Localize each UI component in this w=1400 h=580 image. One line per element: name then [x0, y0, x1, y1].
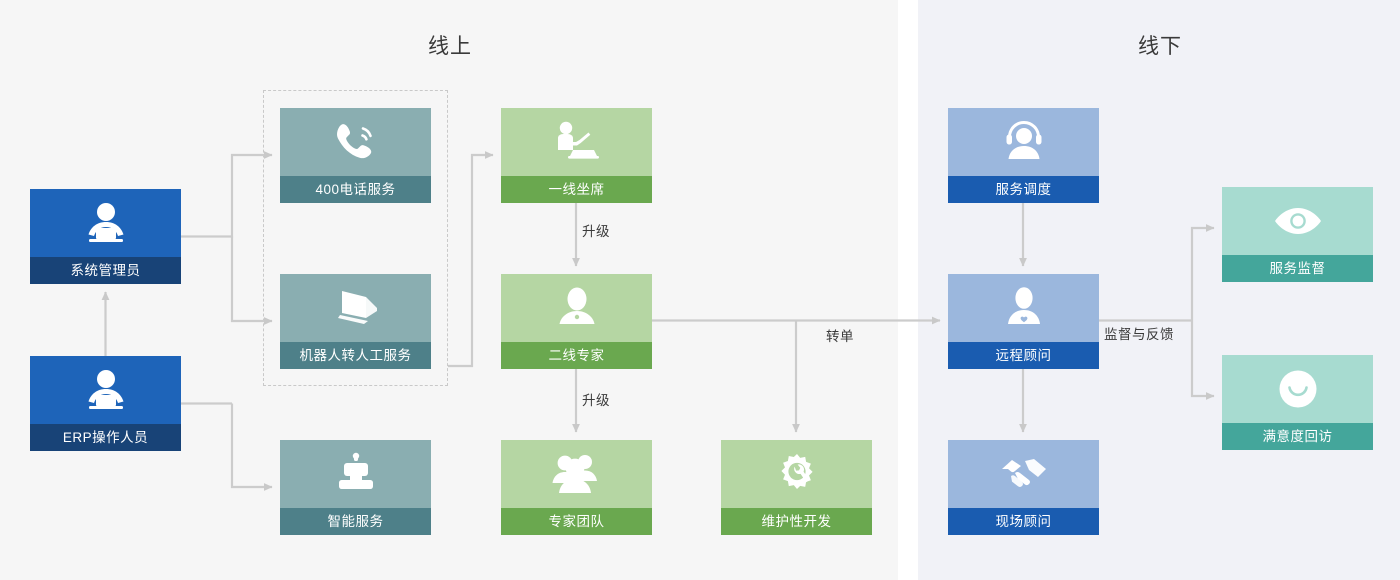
node-onsite-advisor[interactable]: 现场顾问: [948, 440, 1099, 535]
node-service-monitor[interactable]: 服务监督: [1222, 187, 1373, 282]
node-label: 二线专家: [501, 342, 652, 369]
group-icon: [501, 440, 652, 508]
node-label: 机器人转人工服务: [280, 342, 431, 369]
node-label: 现场顾问: [948, 508, 1099, 535]
operator-desk-icon: [30, 189, 181, 257]
edge-label-upgrade-2: 升级: [582, 393, 610, 408]
edge-label-upgrade-1: 升级: [582, 224, 610, 239]
agent-laptop-icon: [501, 108, 652, 176]
node-erp-operator[interactable]: ERP操作人员: [30, 356, 181, 451]
node-label: 满意度回访: [1222, 423, 1373, 450]
phone-ring-icon: [280, 108, 431, 176]
robot-icon: [280, 440, 431, 508]
handshake-icon: [948, 440, 1099, 508]
node-label: 远程顾问: [948, 342, 1099, 369]
node-label: ERP操作人员: [30, 424, 181, 451]
node-label: 服务调度: [948, 176, 1099, 203]
node-maintenance-dev[interactable]: 维护性开发: [721, 440, 872, 535]
node-label: 维护性开发: [721, 508, 872, 535]
node-first-line[interactable]: 一线坐席: [501, 108, 652, 203]
gear-wrench-icon: [721, 440, 872, 508]
smiley-icon: [1222, 355, 1373, 423]
advisor-icon: [948, 274, 1099, 342]
edge-label-transfer-order: 转单: [826, 329, 854, 344]
node-label: 一线坐席: [501, 176, 652, 203]
node-satisfaction[interactable]: 满意度回访: [1222, 355, 1373, 450]
headset-agent-icon: [948, 108, 1099, 176]
laptop-icon: [280, 274, 431, 342]
edge-label-supervise-feedback: 监督与反馈: [1104, 327, 1174, 342]
eye-icon: [1222, 187, 1373, 255]
node-label: 智能服务: [280, 508, 431, 535]
panel-title-offline: 线下: [1138, 35, 1182, 58]
expert-icon: [501, 274, 652, 342]
node-remote-advisor[interactable]: 远程顾问: [948, 274, 1099, 369]
node-smart-service[interactable]: 智能服务: [280, 440, 431, 535]
operator-desk-icon: [30, 356, 181, 424]
node-phone-400[interactable]: 400电话服务: [280, 108, 431, 203]
node-second-line[interactable]: 二线专家: [501, 274, 652, 369]
node-service-dispatch[interactable]: 服务调度: [948, 108, 1099, 203]
node-expert-team[interactable]: 专家团队: [501, 440, 652, 535]
node-label: 专家团队: [501, 508, 652, 535]
node-label: 系统管理员: [30, 257, 181, 284]
node-label: 400电话服务: [280, 176, 431, 203]
node-bot-to-human[interactable]: 机器人转人工服务: [280, 274, 431, 369]
panel-title-online: 线上: [428, 35, 472, 58]
node-sys-admin[interactable]: 系统管理员: [30, 189, 181, 284]
node-label: 服务监督: [1222, 255, 1373, 282]
